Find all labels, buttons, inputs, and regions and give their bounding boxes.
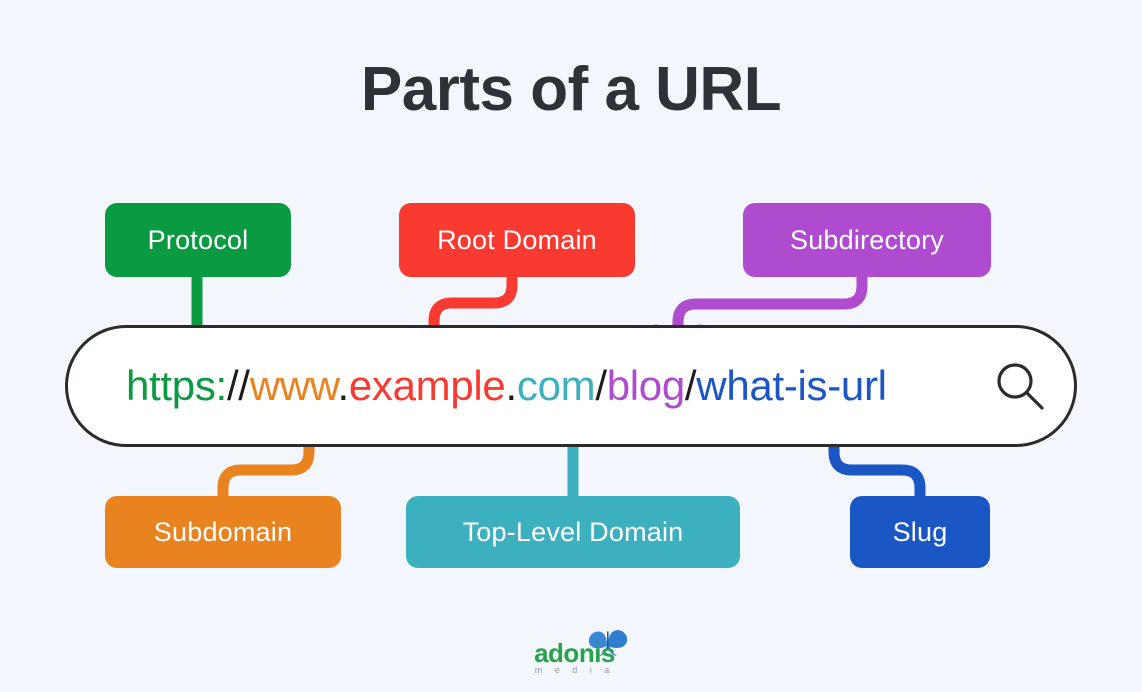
url-segment-subdirectory: blog	[606, 362, 686, 409]
url-segment-separator-1: //	[226, 362, 250, 409]
url-segment-slug: what-is-url	[696, 362, 887, 409]
label-root-domain[interactable]: Root Domain	[399, 203, 635, 277]
url-segment-root-domain: example	[348, 362, 506, 409]
url-segment-dot-1: .	[337, 362, 349, 409]
label-top-level-domain[interactable]: Top-Level Domain	[406, 496, 740, 568]
label-subdirectory-text: Subdirectory	[790, 224, 944, 255]
brand-logo: adonis m e d i a	[512, 624, 637, 680]
logo-wordmark: adonis	[534, 638, 615, 668]
label-subdomain[interactable]: Subdomain	[105, 496, 341, 568]
url-bar[interactable]	[65, 325, 1077, 447]
label-slug[interactable]: Slug	[850, 496, 990, 568]
logo-subtitle: m e d i a	[534, 665, 615, 675]
label-top-level-domain-text: Top-Level Domain	[462, 516, 684, 547]
url-segment-separator-2: /	[595, 362, 607, 409]
search-icon[interactable]	[992, 358, 1048, 414]
label-root-domain-text: Root Domain	[437, 224, 597, 255]
url-segment-subdomain: www	[249, 362, 338, 409]
url-text: https://www.example.com/blog/what-is-url	[126, 360, 887, 412]
label-protocol-text: Protocol	[147, 224, 249, 255]
label-protocol[interactable]: Protocol	[105, 203, 291, 277]
url-segment-separator-3: /	[684, 362, 697, 409]
url-segment-tld: com	[516, 362, 596, 409]
label-subdomain-text: Subdomain	[153, 516, 293, 547]
label-subdirectory[interactable]: Subdirectory	[743, 203, 991, 277]
label-slug-text: Slug	[892, 516, 948, 547]
butterfly-icon	[588, 630, 628, 656]
url-segment-dot-2: .	[505, 362, 518, 409]
page-title: Parts of a URL	[360, 55, 782, 124]
url-segment-protocol: https:	[126, 362, 227, 409]
